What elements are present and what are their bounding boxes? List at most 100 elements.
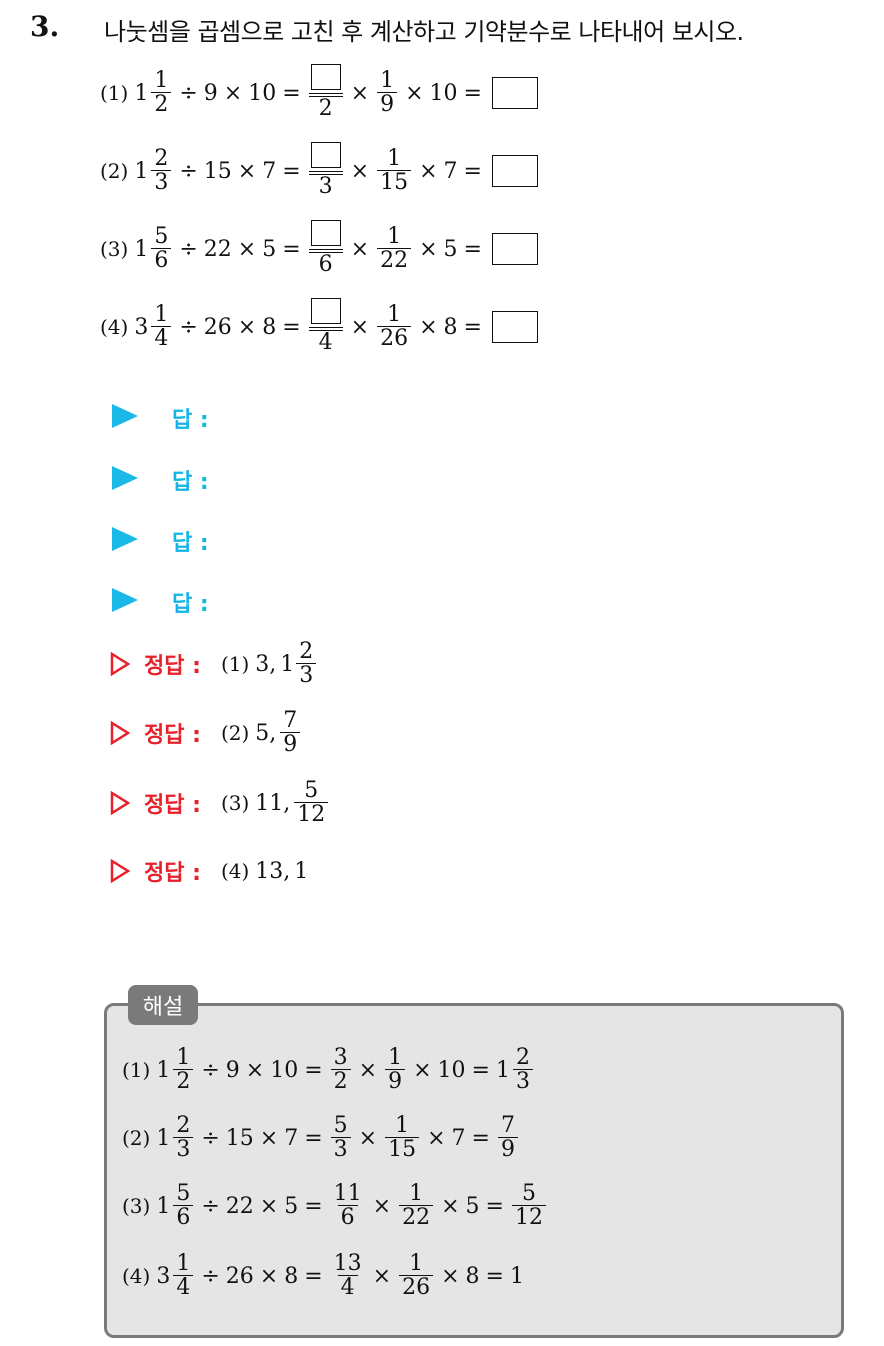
play-triangle-icon bbox=[112, 527, 138, 551]
outline-triangle-icon bbox=[110, 721, 130, 745]
answer-blank-box[interactable] bbox=[491, 311, 538, 343]
answer-first: 11 bbox=[255, 790, 284, 816]
multiply-sign: × bbox=[372, 1193, 392, 1219]
multiplier: 7 bbox=[262, 158, 277, 184]
multiply-sign: × bbox=[259, 1125, 279, 1151]
numerator: 3 bbox=[333, 1044, 348, 1070]
answer-index: (1) bbox=[220, 652, 250, 676]
denominator: 15 bbox=[385, 1136, 420, 1162]
denominator: 4 bbox=[318, 330, 333, 356]
answer-index: (2) bbox=[220, 721, 250, 745]
divide-sign: ÷ bbox=[179, 236, 198, 262]
numerator: 1 bbox=[409, 1180, 424, 1206]
answer-label: 답 : bbox=[172, 531, 209, 556]
problem-label: (4) bbox=[122, 1264, 151, 1288]
multiplier: 8 bbox=[465, 1263, 480, 1289]
result-whole: 1 bbox=[495, 1057, 510, 1083]
divisor: 15 bbox=[225, 1125, 254, 1151]
equals-sign: = bbox=[304, 1057, 323, 1083]
denominator: 6 bbox=[318, 252, 333, 278]
numerator-blank-box[interactable] bbox=[310, 142, 341, 169]
correct-answer-4: 정답 : (4) 13 , 1 bbox=[110, 836, 308, 906]
denominator: 26 bbox=[399, 1274, 434, 1300]
numerator: 1 bbox=[388, 1044, 403, 1070]
denominator: 2 bbox=[330, 1068, 351, 1094]
denominator: 4 bbox=[151, 325, 172, 351]
numerator: 5 bbox=[521, 1180, 536, 1206]
equals-sign: = bbox=[471, 1125, 490, 1151]
multiply-sign: × bbox=[427, 1125, 446, 1151]
answer-blank-box[interactable] bbox=[491, 155, 538, 187]
multiply-sign: × bbox=[237, 314, 257, 340]
problem-label: (1) bbox=[122, 1058, 151, 1082]
multiplier: 10 bbox=[429, 80, 458, 106]
divisor: 22 bbox=[225, 1193, 254, 1219]
correct-label: 정답 : bbox=[144, 793, 201, 818]
divisor: 9 bbox=[203, 80, 218, 106]
answer-last: 1 bbox=[294, 858, 309, 884]
denominator: 12 bbox=[511, 1204, 546, 1230]
comma: , bbox=[283, 790, 291, 816]
numerator-blank-box[interactable] bbox=[310, 220, 341, 247]
multiply-sign: × bbox=[358, 1057, 378, 1083]
mixed-whole: 1 bbox=[134, 158, 149, 184]
equals-sign: = bbox=[304, 1125, 323, 1151]
numerator: 1 bbox=[154, 301, 169, 327]
numerator: 1 bbox=[395, 1112, 410, 1138]
numerator: 2 bbox=[154, 145, 169, 171]
divisor: 15 bbox=[203, 158, 232, 184]
fraction-bar bbox=[308, 249, 343, 254]
numerator: 1 bbox=[176, 1044, 191, 1070]
numerator-blank-box[interactable] bbox=[310, 64, 341, 91]
answer-blank-box[interactable] bbox=[491, 233, 538, 265]
denominator: 4 bbox=[337, 1274, 358, 1300]
equals-sign: = bbox=[282, 236, 301, 262]
numerator: 1 bbox=[387, 301, 402, 327]
equals-sign: = bbox=[485, 1263, 504, 1289]
denominator: 3 bbox=[151, 169, 172, 195]
correct-label: 정답 : bbox=[144, 861, 201, 886]
correct-value: (4) 13 , 1 bbox=[221, 859, 308, 884]
question-number: 3. bbox=[30, 10, 60, 43]
multiply-sign: × bbox=[419, 158, 438, 184]
multiply-sign: × bbox=[441, 1193, 460, 1219]
question-text: 나눗셈을 곱셈으로 고친 후 계산하고 기약분수로 나타내어 보시오. bbox=[104, 18, 744, 46]
mixed-whole: 1 bbox=[156, 1125, 171, 1151]
problem-label: (4) bbox=[100, 315, 129, 339]
numerator: 2 bbox=[515, 1044, 530, 1070]
numerator: 5 bbox=[176, 1180, 191, 1206]
divide-sign: ÷ bbox=[201, 1057, 220, 1083]
equals-sign: = bbox=[282, 314, 301, 340]
multiplier: 5 bbox=[465, 1193, 480, 1219]
denominator: 15 bbox=[377, 169, 412, 195]
denominator: 22 bbox=[377, 247, 412, 273]
multiply-sign: × bbox=[350, 80, 370, 106]
mixed-whole: 1 bbox=[134, 80, 149, 106]
multiplier: 10 bbox=[437, 1057, 466, 1083]
denominator: 9 bbox=[497, 1136, 518, 1162]
numerator: 2 bbox=[299, 638, 314, 664]
answer-blank-box[interactable] bbox=[491, 77, 538, 109]
problem-label: (1) bbox=[100, 81, 129, 105]
equals-sign: = bbox=[282, 158, 301, 184]
numerator-blank-box[interactable] bbox=[310, 298, 341, 325]
